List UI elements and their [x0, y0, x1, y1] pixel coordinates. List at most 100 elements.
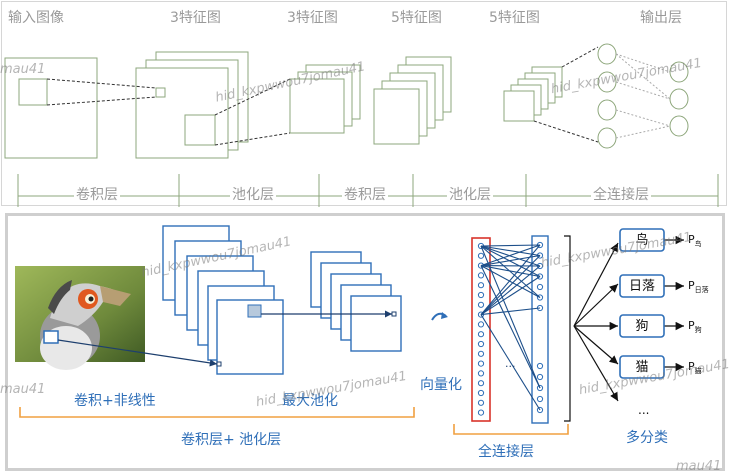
class-label-bird: 鸟 — [635, 233, 649, 248]
fc-edge — [480, 255, 541, 315]
fc-connections — [480, 244, 541, 411]
projection-line — [533, 120, 599, 143]
watermark: mau41 — [0, 62, 46, 77]
prob-bird: P鸟 — [688, 233, 702, 249]
hidden-node — [536, 395, 544, 403]
pooled-output-point — [391, 311, 397, 317]
fc-connection — [615, 53, 671, 73]
vector-node — [477, 370, 485, 377]
output-node-1 — [597, 43, 617, 65]
fc-layer-label: 全连接层 — [478, 444, 534, 460]
cnn-overview-panel: 输入图像 3特征图 3特征图 5特征图 5特征图 输出层 卷积层 池化层 卷积层… — [1, 1, 727, 207]
vector-node — [477, 350, 485, 357]
vector-node — [477, 340, 485, 348]
layer-label: 池化层 — [447, 187, 493, 203]
layer-label: 卷积层 — [342, 187, 388, 203]
input-patch — [43, 330, 59, 344]
feature-map-patch — [155, 87, 166, 98]
vector-node — [477, 301, 485, 308]
bird-photo — [15, 266, 145, 370]
vector-node — [477, 282, 485, 289]
fc-hidden-border — [531, 235, 549, 424]
fc-edge — [480, 265, 541, 316]
input-image-frame — [4, 57, 98, 159]
output-node-3 — [597, 99, 617, 121]
vector-node — [477, 272, 485, 279]
conv-arrow — [57, 339, 218, 367]
conv2-map-5 — [373, 88, 420, 145]
fc-edge — [480, 245, 541, 389]
output-node-7 — [669, 115, 689, 137]
conv-pool-layer-label: 卷积层+ 池化层 — [181, 432, 282, 448]
feature-map-title: 3特征图 — [287, 10, 338, 26]
fc-edge — [480, 244, 541, 267]
projection-line — [46, 78, 157, 89]
pooled-map-3 — [289, 78, 345, 134]
class-box-dog — [619, 314, 665, 338]
vectorize-label: 向量化 — [420, 377, 462, 393]
max-pool-label: 最大池化 — [282, 393, 338, 409]
feature-map-title: 3特征图 — [170, 10, 221, 26]
output-node-4 — [597, 127, 617, 149]
vector-node — [477, 360, 485, 367]
layer-label: 卷积层 — [74, 187, 120, 203]
output-layer-title: 输出层 — [640, 10, 682, 26]
fc-bracket — [453, 424, 569, 435]
class-label-sunset: 日落 — [628, 279, 655, 294]
watermark: mau41 — [0, 382, 46, 397]
watermark: mau41 — [676, 459, 722, 474]
input-image-title: 输入图像 — [8, 10, 64, 26]
vector-node — [477, 380, 485, 387]
fc-edge — [480, 244, 541, 315]
class-box-cat — [619, 355, 665, 379]
fc-edge — [480, 245, 541, 277]
fc-ellipsis: ... — [505, 357, 516, 370]
vector-node — [477, 252, 485, 259]
vector-node — [477, 321, 485, 328]
fc-edge — [480, 276, 541, 316]
projection-line — [214, 78, 291, 116]
class-label-dog: 狗 — [635, 319, 649, 334]
conv-output-point — [216, 361, 222, 367]
pooled-feature-map-5 — [350, 295, 402, 352]
cnn-example-panel: 卷积+非线性 最大池化 向量化 卷积层+ 池化层 全连接层 多分类 ... ..… — [5, 213, 725, 471]
input-receptive-field — [18, 78, 48, 106]
projection-line — [214, 132, 291, 146]
vector-node — [477, 409, 485, 416]
conv-nonlinear-label: 卷积+非线性 — [74, 393, 156, 409]
feature-map-title: 5特征图 — [489, 10, 540, 26]
fc-edge — [480, 245, 541, 267]
fc-edge — [480, 245, 541, 298]
prob-dog: P狗 — [688, 319, 702, 335]
hidden-node — [536, 362, 544, 370]
class-arrow — [573, 325, 619, 402]
vector-node — [477, 331, 485, 338]
layer-label: 池化层 — [230, 187, 276, 203]
prob-sunset: P日落 — [688, 279, 709, 295]
fc-edge — [480, 265, 541, 389]
fc-edge — [480, 265, 541, 298]
class-arrow — [573, 325, 619, 365]
pool2-map-5 — [503, 90, 535, 122]
fc-edge — [480, 244, 541, 247]
multiclass-label: 多分类 — [626, 430, 668, 446]
fc-edge — [480, 314, 541, 411]
hidden-node — [536, 373, 544, 381]
fc-edge — [480, 245, 541, 257]
hidden-node — [536, 283, 544, 291]
class-arrow — [573, 242, 619, 327]
conv-pool-bracket — [19, 407, 415, 418]
class-box-bird — [619, 228, 665, 252]
fc-connection — [615, 125, 671, 139]
projection-line — [46, 96, 157, 106]
vector-node — [477, 291, 485, 299]
conv-activation-patch — [247, 304, 262, 318]
fc-connection — [615, 109, 671, 127]
class-box-sunset — [619, 274, 665, 298]
vector-node — [477, 389, 485, 397]
fc-connection — [615, 81, 671, 100]
layer-label: 全连接层 — [591, 187, 651, 203]
projection-line — [561, 46, 599, 68]
vector-node — [477, 399, 485, 406]
output-node-6 — [669, 88, 689, 110]
